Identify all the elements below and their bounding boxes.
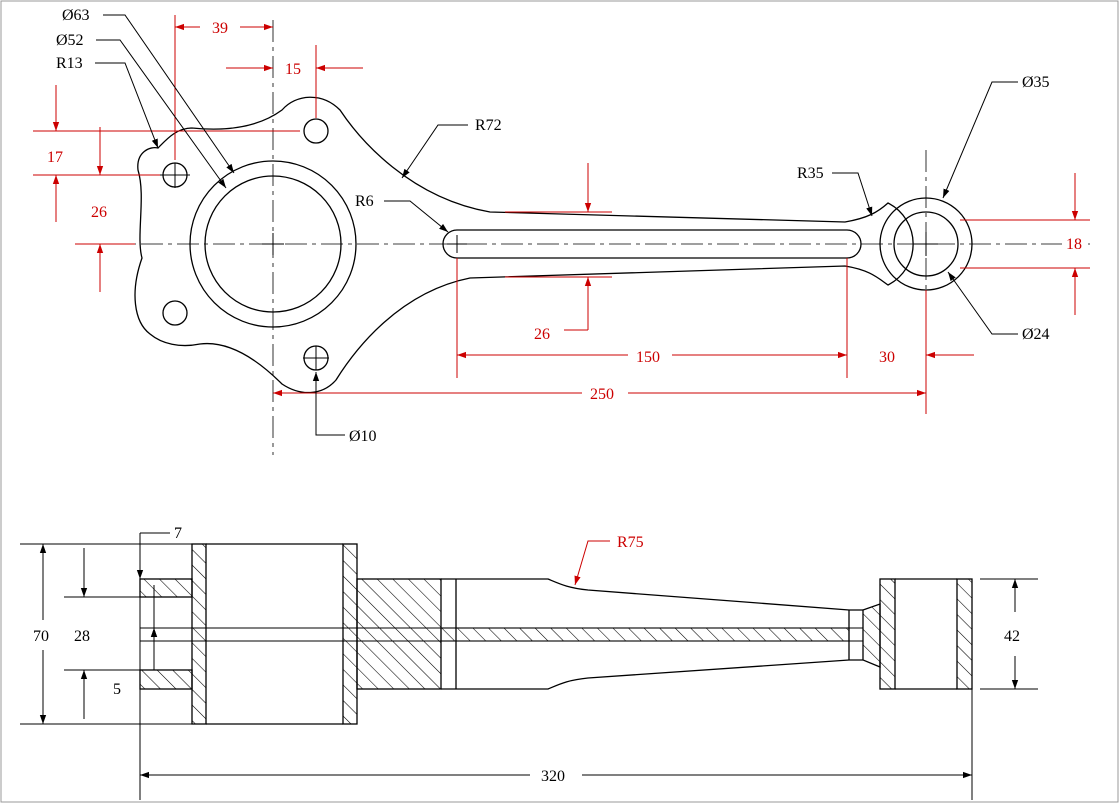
dim-28: 28 xyxy=(74,628,90,645)
label-r35: R35 xyxy=(797,165,824,182)
top-view xyxy=(33,14,1090,455)
dim-17: 17 xyxy=(47,149,63,166)
label-d35: Ø35 xyxy=(1022,74,1050,91)
rod-taper-bottom xyxy=(441,659,863,690)
hatch-wall-right xyxy=(342,543,358,725)
dim-18: 18 xyxy=(1066,236,1082,253)
dim-30: 30 xyxy=(879,349,895,366)
dim-250: 250 xyxy=(590,386,614,403)
rod-taper-top xyxy=(441,578,863,611)
hatch-flange-top xyxy=(139,578,193,598)
bore-inner-circle xyxy=(204,175,342,313)
hatch-flange-bottom xyxy=(139,669,193,690)
hatch-hub xyxy=(356,578,442,690)
dim-15: 15 xyxy=(285,61,301,78)
hatch-small-end-left xyxy=(879,578,896,690)
dim-7: 7 xyxy=(174,525,182,542)
label-d63: Ø63 xyxy=(62,7,90,24)
dim-r75: R75 xyxy=(617,534,644,551)
section-view xyxy=(20,532,1038,800)
dim-39: 39 xyxy=(212,20,228,37)
label-d24: Ø24 xyxy=(1022,326,1050,343)
dim-26-slot: 26 xyxy=(534,326,550,343)
bolt-hole-top xyxy=(303,118,329,144)
bore-outer-circle xyxy=(189,160,357,328)
hatch-small-end-web xyxy=(862,603,881,668)
small-end-inner-circle xyxy=(893,211,959,277)
label-r6: R6 xyxy=(355,193,374,210)
hatch-small-end-right xyxy=(956,578,973,690)
dim-70: 70 xyxy=(33,628,49,645)
rod-body-outline xyxy=(134,96,914,394)
dim-42: 42 xyxy=(1004,628,1020,645)
label-r72: R72 xyxy=(475,117,502,134)
hatch-web xyxy=(440,627,850,642)
dim-5: 5 xyxy=(113,681,121,698)
hatch-wall-left xyxy=(191,543,207,725)
dim-150: 150 xyxy=(636,349,660,366)
bolt-hole-lower-left xyxy=(162,300,188,326)
dim-320: 320 xyxy=(541,768,565,785)
dim-26-left: 26 xyxy=(91,204,107,221)
label-r13: R13 xyxy=(56,55,83,72)
label-d52: Ø52 xyxy=(56,32,84,49)
label-d10: Ø10 xyxy=(349,428,377,445)
